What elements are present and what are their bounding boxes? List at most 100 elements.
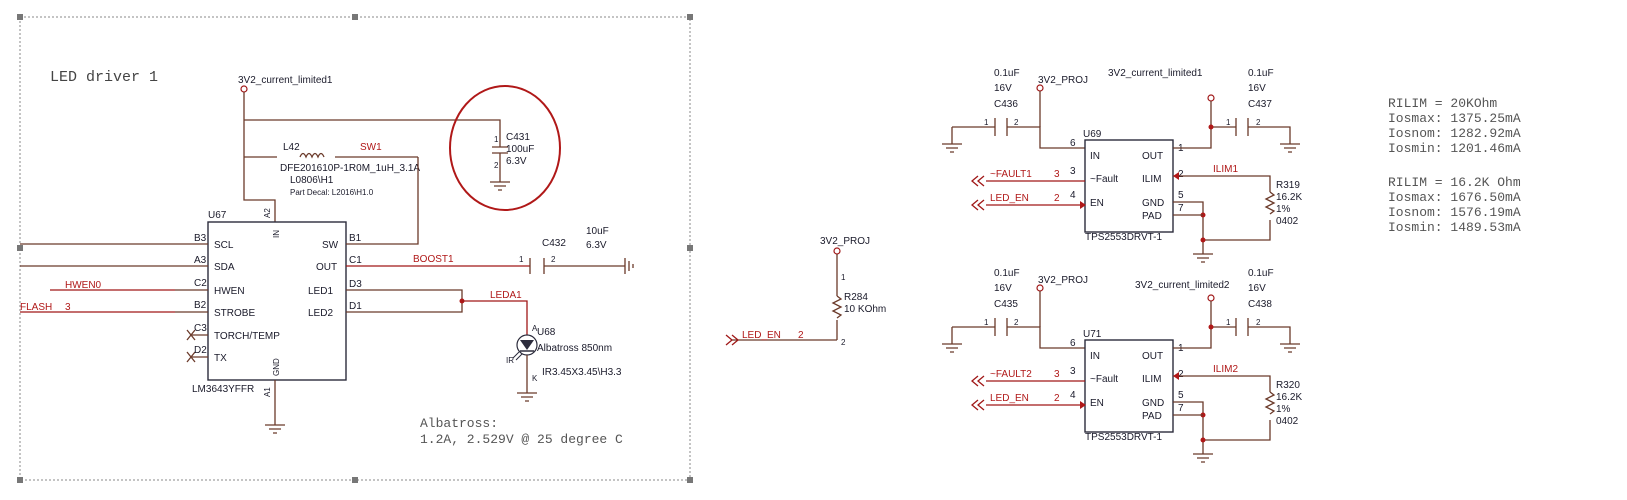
r319-pkg: 0402 xyxy=(1276,216,1299,227)
c436-pin1: 1 xyxy=(984,118,989,127)
u71-en-name: EN xyxy=(1090,398,1104,409)
flash-sheet: 3 xyxy=(65,302,71,313)
ic-u67 xyxy=(207,221,347,381)
boost-net: BOOST1 xyxy=(413,254,454,265)
capacitor-c438-icon xyxy=(1235,318,1249,336)
led-pin-a: A xyxy=(532,324,538,333)
u68-part: Albatross 850nm xyxy=(537,343,612,354)
c432-pin1: 1 xyxy=(519,255,524,264)
c438-value: 0.1uF xyxy=(1248,268,1274,279)
c431-voltage: 6.3V xyxy=(506,156,527,167)
s2-out-net: 3V2_current_limited2 xyxy=(1135,280,1230,291)
c438-pin1: 1 xyxy=(1226,318,1231,327)
r319-value: 16.2K xyxy=(1276,192,1302,203)
led-pin-k: K xyxy=(532,374,538,383)
c437-pin2: 2 xyxy=(1256,118,1261,127)
u71-fault-name: ~Fault xyxy=(1090,374,1118,385)
capacitor-c437-icon xyxy=(1235,118,1249,136)
selection-handles xyxy=(17,14,693,483)
albatross-note-spec: 1.2A, 2.529V @ 25 degree C xyxy=(420,432,623,447)
s2-en-sheet: 2 xyxy=(1054,393,1060,404)
c432-voltage: 6.3V xyxy=(586,240,607,251)
s1-in-net: 3V2_PROJ xyxy=(1038,75,1088,86)
u67-ref: U67 xyxy=(208,210,227,221)
leda-net: LEDA1 xyxy=(490,290,522,301)
pin-b2-num: B2 xyxy=(194,300,207,311)
u71-ilim-num: 2 xyxy=(1178,369,1184,380)
u71-fault-num: 3 xyxy=(1070,366,1076,377)
u67-part: LM3643YFFR xyxy=(192,384,254,395)
albatross-note-title: Albatross: xyxy=(420,416,498,431)
u69-gnd-name: GND xyxy=(1142,198,1164,209)
c437-pin1: 1 xyxy=(1226,118,1231,127)
c435-ref: C435 xyxy=(994,299,1018,310)
pullup-circuit: 3V2_PROJ 1 2 R284 10 KOhm LED_EN 2 xyxy=(725,236,886,347)
sheet-title: LED driver 1 xyxy=(50,69,158,86)
pin-d3-num: D3 xyxy=(349,279,362,290)
power-port-icon xyxy=(833,247,841,255)
calc-b1: RILIM = 16.2K Ohm xyxy=(1388,175,1521,190)
highlight-circle xyxy=(449,85,561,211)
pin-b1-num: B1 xyxy=(349,233,362,244)
pin-sda-name: SDA xyxy=(214,262,235,273)
calc-b3: Iosnom: 1576.19mA xyxy=(1388,205,1521,220)
s2-in-net: 3V2_PROJ xyxy=(1038,275,1088,286)
u69-in-name: IN xyxy=(1090,151,1100,162)
hwen-net: HWEN0 xyxy=(65,280,102,291)
u69-pad-name: PAD xyxy=(1142,211,1162,222)
pin-sw-name: SW xyxy=(322,240,339,251)
capacitor-c436-icon xyxy=(994,118,1008,136)
c435-pin1: 1 xyxy=(984,318,989,327)
sw-net-label: SW1 xyxy=(360,142,382,153)
pin-in-name: IN xyxy=(272,230,281,238)
s1-en-sheet: 2 xyxy=(1054,193,1060,204)
inductor-part: DFE201610P-1R0M_1uH_3.1A xyxy=(280,163,420,174)
c436-value: 0.1uF xyxy=(994,68,1020,79)
pin-strobe-name: STROBE xyxy=(214,308,255,319)
u69-en-name: EN xyxy=(1090,198,1104,209)
r284-pin2: 2 xyxy=(841,338,846,347)
switch2-circuit: 0.1uF 16V C435 1 2 3V2_PROJ U71 TPS2553D… xyxy=(942,268,1302,463)
u69-ilim-num: 2 xyxy=(1178,169,1184,180)
u69-fault-num: 3 xyxy=(1070,166,1076,177)
c436-pin2: 2 xyxy=(1014,118,1019,127)
s1-en-net: LED_EN xyxy=(990,193,1029,204)
c436-voltage: 16V xyxy=(994,83,1012,94)
c431-ref: C431 xyxy=(506,132,530,143)
r284-ref: R284 xyxy=(844,292,868,303)
s2-en-net: LED_EN xyxy=(990,393,1029,404)
ic-u71 xyxy=(1084,339,1174,433)
capacitor-c431-icon xyxy=(490,136,510,191)
inductor-icon xyxy=(299,152,325,159)
switch1-circuit: 0.1uF 16V C436 1 2 3V2_PROJ U69 TPS2553D… xyxy=(942,68,1302,263)
pin-scl-name: SCL xyxy=(214,240,234,251)
offsheet-arrow-icon xyxy=(970,175,985,187)
led-diode-icon xyxy=(512,334,538,361)
pin-a3-num: A3 xyxy=(194,255,207,266)
u71-ref: U71 xyxy=(1083,329,1102,340)
pin-hwen-name: HWEN xyxy=(214,286,245,297)
inductor-footprint: L0806\H1 xyxy=(290,175,334,186)
current-limit-notes: RILIM = 20KOhm Iosmax: 1375.25mA Iosnom:… xyxy=(1388,96,1521,235)
offsheet-arrow-icon xyxy=(725,334,740,346)
pin-b3-num: B3 xyxy=(194,233,207,244)
u69-gnd-num: 5 xyxy=(1178,190,1184,201)
u69-en-num: 4 xyxy=(1070,190,1076,201)
power-port-icon xyxy=(1207,94,1215,102)
u69-out-name: OUT xyxy=(1142,151,1163,162)
resistor-icon xyxy=(1264,391,1276,415)
c437-ref: C437 xyxy=(1248,99,1272,110)
c432-ref: C432 xyxy=(542,238,566,249)
pin-c2-num: C2 xyxy=(194,278,207,289)
r320-pkg: 0402 xyxy=(1276,416,1299,427)
r319-tol: 1% xyxy=(1276,204,1291,215)
calc-b4: Iosmin: 1489.53mA xyxy=(1388,220,1521,235)
c431-pin1: 1 xyxy=(494,135,499,144)
pullup-power-net: 3V2_PROJ xyxy=(820,236,870,247)
c437-value: 0.1uF xyxy=(1248,68,1274,79)
resistor-icon xyxy=(831,295,843,319)
c436-ref: C436 xyxy=(994,99,1018,110)
c432-value: 10uF xyxy=(586,226,609,237)
inductor-decal: Part Decal: L2016\H1.0 xyxy=(290,188,374,197)
offsheet-arrow-icon xyxy=(970,199,985,211)
